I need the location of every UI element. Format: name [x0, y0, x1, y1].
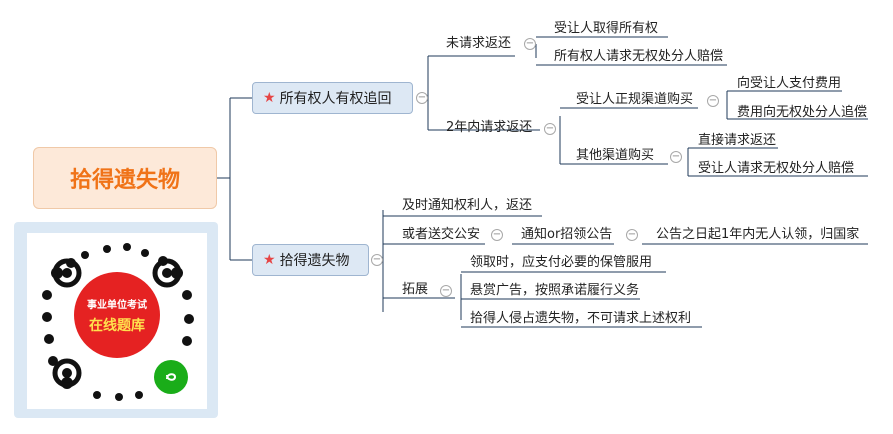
subtopic-notify-owner[interactable]: 及时通知权利人，返还 — [402, 198, 533, 213]
collapse-icon[interactable]: − — [491, 229, 503, 241]
collapse-icon[interactable]: − — [544, 123, 556, 135]
main-topic-ownership-label: 所有权人有权追回 — [279, 91, 392, 107]
star-icon: ★ — [263, 90, 276, 106]
collapse-icon[interactable]: − — [670, 151, 682, 163]
qr-code-pattern — [42, 243, 194, 401]
collapse-icon[interactable]: − — [707, 95, 719, 107]
subtopic-regular-channel[interactable]: 受让人正规渠道购买 — [576, 92, 694, 107]
main-topic-ownership[interactable]: ★ 所有权人有权追回 — [252, 82, 413, 114]
leaf-reward-ad[interactable]: 悬赏广告，按照承诺履行义务 — [470, 283, 640, 298]
mini-program-glyph — [166, 373, 177, 381]
leaf-recover-cost[interactable]: 费用向无权处分人追偿 — [737, 105, 868, 120]
leaf-pay-transferee[interactable]: 向受让人支付费用 — [737, 76, 842, 91]
main-topic-found-property[interactable]: ★ 拾得遗失物 — [252, 244, 369, 276]
leaf-custody-fee[interactable]: 领取时，应支付必要的保管服用 — [470, 255, 653, 270]
leaf-owner-claims[interactable]: 所有权人请求无权处分人赔偿 — [554, 49, 724, 64]
subtopic-within-2y[interactable]: 2年内请求返还 — [446, 120, 533, 135]
collapse-icon[interactable]: − — [524, 38, 536, 50]
qr-badge-line1: 事业单位考试 — [87, 299, 147, 311]
collapse-icon[interactable]: − — [416, 92, 428, 104]
main-topic-found-label: 拾得遗失物 — [279, 253, 350, 269]
subtopic-other-channel[interactable]: 其他渠道购买 — [576, 148, 655, 163]
subtopic-deliver-police[interactable]: 或者送交公安 — [402, 227, 481, 242]
subtopic-not-requested[interactable]: 未请求返还 — [446, 36, 512, 51]
mini-program-icon — [154, 360, 188, 394]
qr-badge: 事业单位考试 在线题库 — [74, 272, 160, 358]
qr-badge-line2: 在线题库 — [89, 317, 145, 334]
leaf-state-ownership[interactable]: 公告之日起1年内无人认领，归国家 — [656, 227, 860, 242]
subtopic-announce[interactable]: 通知or招领公告 — [521, 227, 613, 242]
leaf-transferee-claims[interactable]: 受让人请求无权处分人赔偿 — [698, 161, 855, 176]
leaf-embezzle[interactable]: 拾得人侵占遗失物，不可请求上述权利 — [470, 311, 692, 326]
collapse-icon[interactable]: − — [371, 254, 383, 266]
root-topic[interactable]: 拾得遗失物 — [33, 147, 217, 209]
root-topic-label: 拾得遗失物 — [69, 168, 180, 193]
star-icon: ★ — [263, 252, 276, 268]
subtopic-extend[interactable]: 拓展 — [402, 282, 429, 297]
leaf-direct-return[interactable]: 直接请求返还 — [698, 133, 777, 148]
collapse-icon[interactable]: − — [626, 229, 638, 241]
leaf-transferee-owns[interactable]: 受让人取得所有权 — [554, 21, 659, 36]
collapse-icon[interactable]: − — [440, 285, 452, 297]
